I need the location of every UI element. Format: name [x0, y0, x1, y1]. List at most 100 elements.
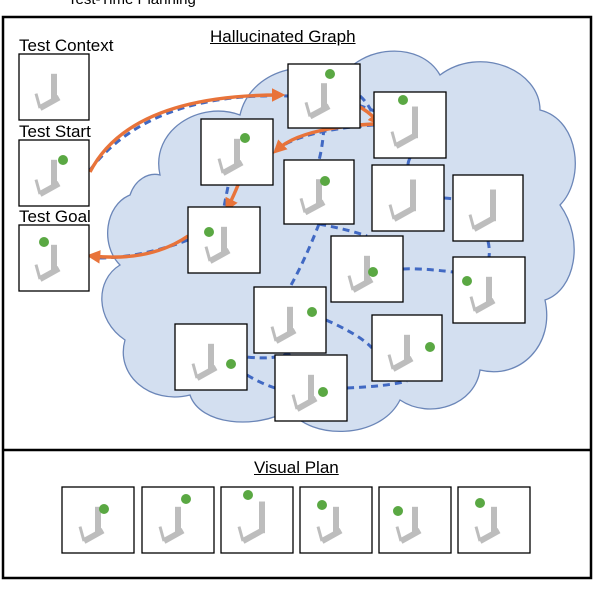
- state-node-7: [187, 206, 261, 274]
- state-node-13: [274, 354, 348, 422]
- graph-title: Hallucinated Graph: [210, 27, 356, 46]
- plan-frame-5-target-dot: [393, 506, 403, 516]
- state-node-1-arm-upper: [321, 83, 327, 109]
- state-node-8-arm-base: [351, 276, 374, 293]
- plan-frame-2-target-dot: [181, 494, 191, 504]
- state-node-12-arm-upper: [208, 343, 214, 371]
- plan-frame-1-target-dot: [99, 504, 109, 514]
- state-test-start-target-dot: [58, 155, 68, 165]
- state-node-10-arm-upper: [287, 306, 293, 334]
- top-partial-text: Test-Time Planning: [68, 0, 196, 8]
- state-node-3-arm-upper: [234, 138, 240, 166]
- plan-frame-3: [220, 486, 294, 554]
- state-test-context-arm-upper: [51, 73, 57, 101]
- state-node-9: [452, 256, 526, 324]
- state-test-goal-arm-joint: [34, 264, 42, 280]
- state-node-1: [287, 63, 361, 129]
- edge-12: [402, 267, 454, 274]
- state-node-10-target-dot: [307, 307, 317, 317]
- state-node-6: [452, 174, 524, 242]
- state-node-4: [283, 159, 355, 225]
- plan-frame-2-arm-base: [162, 527, 185, 544]
- edge-5: [486, 240, 491, 258]
- state-node-4-arm-base: [303, 199, 326, 216]
- state-node-10: [253, 286, 327, 354]
- state-node-5-arm-upper: [410, 179, 416, 212]
- plan-frame-1-arm-upper: [95, 506, 101, 534]
- state-test-start-arm-upper: [51, 159, 57, 187]
- state-node-13-arm-base: [295, 395, 318, 412]
- state-node-11-arm-base: [391, 355, 414, 372]
- state-node-9-arm-upper: [486, 276, 492, 304]
- plan-frame-2-arm-upper: [175, 506, 181, 534]
- state-node-1-arm-base: [308, 103, 331, 120]
- state-node-3-arm-joint: [217, 158, 225, 174]
- state-node-2-target-dot: [398, 95, 408, 105]
- state-node-5-frame: [371, 164, 445, 232]
- state-node-7-arm-joint: [204, 246, 212, 262]
- plan-frame-3-arm-base: [241, 527, 264, 544]
- state-node-5-arm-joint: [388, 204, 396, 220]
- state-node-2-arm-upper: [412, 106, 418, 139]
- state-node-1-arm-joint: [304, 101, 312, 117]
- plan-frame-3-arm-joint: [237, 526, 245, 542]
- path-start-to-node-1: [88, 88, 286, 173]
- state-test-context-arm-base: [38, 94, 61, 111]
- state-node-2-frame: [373, 91, 447, 159]
- path-node-3-to-node-7: [225, 184, 240, 212]
- plan-frame-1: [61, 486, 135, 554]
- state-node-9-arm-base: [473, 297, 496, 314]
- plan-frame-2-arm-joint: [158, 526, 166, 542]
- state-node-12-target-dot: [226, 359, 236, 369]
- state-test-context: [18, 53, 90, 121]
- outer-frame: [1, 15, 593, 580]
- plan-frame-5-arm-upper: [412, 506, 418, 534]
- path-node-7-to-goal: [86, 234, 189, 264]
- state-node-10-arm-base: [274, 327, 297, 344]
- state-test-goal: [18, 224, 90, 292]
- state-node-7-arm-upper: [221, 226, 227, 254]
- state-test-start-arm-base: [38, 180, 61, 197]
- state-node-12: [174, 323, 248, 391]
- state-node-3: [200, 118, 274, 186]
- plan-frame-1-arm-joint: [78, 526, 86, 542]
- state-node-4-arm-upper: [316, 179, 322, 205]
- test-context-label: Test Context: [19, 36, 114, 55]
- state-test-goal-arm-upper: [51, 244, 57, 272]
- state-node-3-target-dot: [240, 133, 250, 143]
- edge-6: [288, 223, 321, 288]
- state-test-start-arm-joint: [34, 179, 42, 195]
- state-node-4-target-dot: [320, 176, 330, 186]
- state-node-6-frame: [452, 174, 524, 242]
- plan-frame-6-arm-upper: [491, 506, 497, 534]
- plan-frame-6-arm-joint: [474, 526, 482, 542]
- plan-frame-4-arm-base: [320, 527, 343, 544]
- state-node-13-arm-upper: [308, 374, 314, 402]
- state-node-8: [330, 235, 404, 303]
- state-node-13-target-dot: [318, 387, 328, 397]
- state-node-5: [371, 164, 445, 232]
- state-node-11: [371, 314, 443, 382]
- test-start-label: Test Start: [19, 122, 91, 141]
- plan-frame-3-arm-upper: [259, 501, 265, 534]
- state-node-11-arm-joint: [387, 354, 395, 370]
- state-node-6-arm-upper: [490, 189, 496, 222]
- state-node-4-arm-joint: [299, 197, 307, 213]
- plan-frame-2: [141, 486, 215, 554]
- state-node-8-arm-joint: [347, 275, 355, 291]
- test-goal-label: Test Goal: [19, 207, 91, 226]
- plan-frame-4-arm-joint: [316, 526, 324, 542]
- plan-frame-4-arm-upper: [333, 506, 339, 534]
- state-node-2-arm-joint: [390, 131, 398, 147]
- state-node-13-arm-joint: [291, 394, 299, 410]
- state-node-12-arm-joint: [191, 363, 199, 379]
- state-node-11-arm-upper: [404, 334, 410, 362]
- edge-9: [246, 351, 291, 360]
- plan-frame-4: [299, 486, 373, 554]
- state-node-5-arm-base: [392, 205, 415, 222]
- state-node-3-arm-base: [221, 159, 244, 176]
- state-test-goal-arm-base: [38, 265, 61, 282]
- plan-frame-6: [457, 486, 531, 554]
- state-node-2: [373, 91, 447, 159]
